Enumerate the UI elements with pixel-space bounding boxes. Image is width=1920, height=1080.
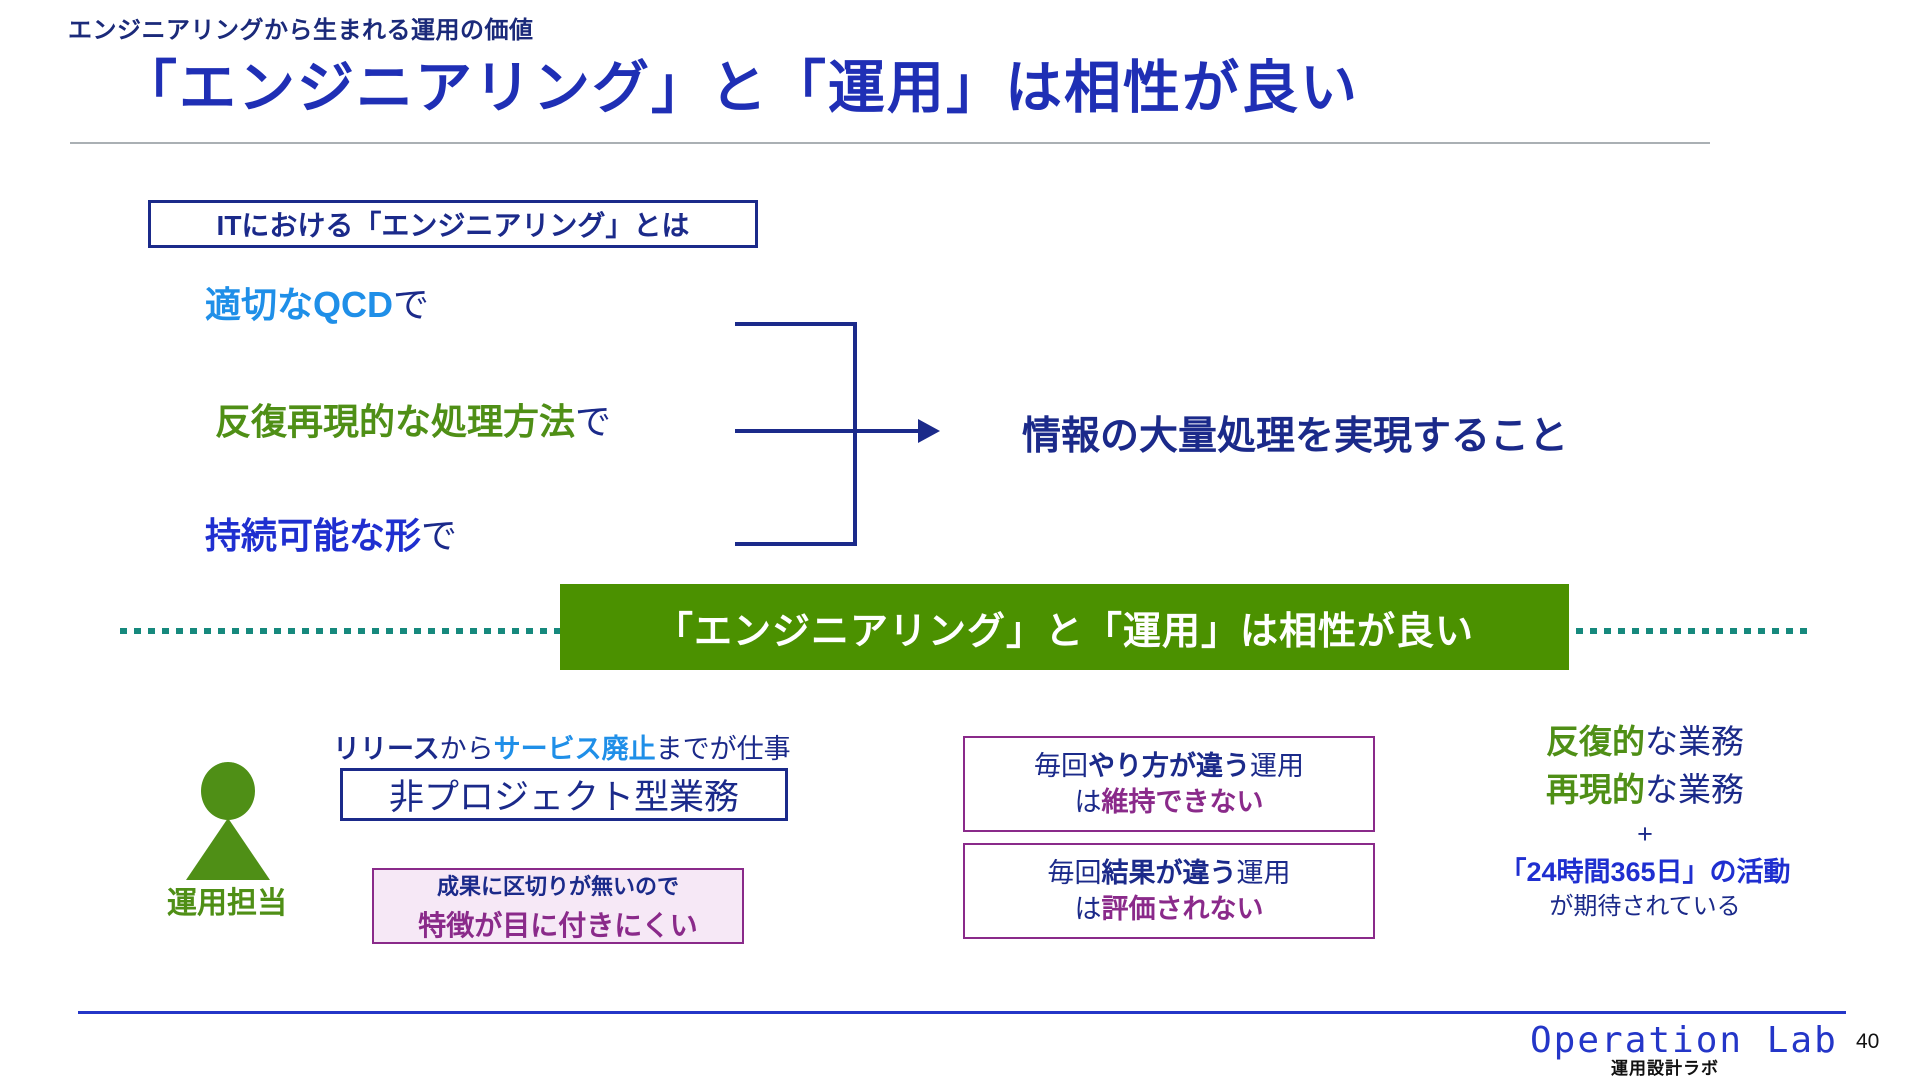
brand-logo-text: Operation Lab <box>1530 1020 1838 1061</box>
condition-3-tail: で <box>421 515 458 556</box>
condition-item-3: 持続可能な形で <box>205 518 457 554</box>
brace-bottom-arm <box>735 542 857 546</box>
conclusion-banner: 「エンジニアリング」と「運用」は相性が良い <box>560 584 1569 670</box>
release-part-3: サービス廃止 <box>493 734 656 764</box>
right-line-2-accent: 再現的 <box>1546 770 1645 808</box>
page-title: 「エンジニアリング」と「運用」は相性が良い <box>120 56 1359 120</box>
issue-2-r1-a: 毎回 <box>1047 857 1102 888</box>
page-number: 40 <box>1856 1030 1880 1053</box>
issue-box-1-row-2: は維持できない <box>1075 784 1264 820</box>
issue-2-r1-b: 結果が違う <box>1101 857 1237 888</box>
issue-1-r1-c: 運用 <box>1250 750 1304 781</box>
right-line-1-tail: な業務 <box>1645 723 1744 760</box>
right-line-4: が期待されている <box>1549 892 1741 920</box>
condition-3-highlight: 持続可能な形 <box>205 515 422 556</box>
condition-item-2: 反復再現的な処理方法で <box>215 404 611 440</box>
issue-box-2: 毎回結果が違う運用 は評価されない <box>963 843 1375 939</box>
condition-1-tail: で <box>393 284 430 325</box>
right-line-1-accent: 反復的 <box>1546 723 1645 760</box>
issue-2-r2-b: 評価されない <box>1101 894 1264 924</box>
conclusion-banner-text: 「エンジニアリング」と「運用」は相性が良い <box>654 610 1474 653</box>
issue-2-r2-a: は <box>1074 894 1102 924</box>
nonproject-work-box: 非プロジェクト型業務 <box>340 768 788 821</box>
issue-2-r1-c: 運用 <box>1236 857 1291 888</box>
brand-logo-subtitle: 運用設計ラボ <box>1611 1059 1719 1078</box>
issue-box-1: 毎回やり方が違う運用 は維持できない <box>963 736 1375 832</box>
condition-1-highlight: 適切なQCD <box>205 284 393 325</box>
condition-2-highlight: 反復再現的な処理方法 <box>215 401 576 442</box>
right-line-3: 「24時間365日」の活動 <box>1499 857 1791 888</box>
release-part-1: リリース <box>333 734 440 764</box>
right-plus-sign: + <box>1637 818 1653 849</box>
brace-top-arm <box>735 322 857 326</box>
right-line-1: 反復的な業務 <box>1455 718 1835 766</box>
release-part-4: までが仕事 <box>655 734 791 764</box>
condition-item-1: 適切なQCDで <box>205 287 429 323</box>
issue-1-r1-a: 毎回 <box>1034 750 1088 781</box>
section-label-text: ITにおける「エンジニアリング」とは <box>216 210 690 241</box>
slide-eyebrow: エンジニアリングから生まれる運用の価値 <box>68 17 534 44</box>
issue-box-2-row-1: 毎回結果が違う運用 <box>1048 855 1291 891</box>
issue-1-r2-a: は <box>1074 787 1102 817</box>
footer-divider <box>78 1011 1846 1014</box>
release-scope-line: リリースからサービス廃止までが仕事 <box>333 727 791 766</box>
brace-vertical-stem <box>853 322 857 546</box>
right-line-2: 再現的な業務 <box>1455 766 1835 814</box>
issue-box-1-row-1: 毎回やり方が違う運用 <box>1034 748 1304 784</box>
person-icon <box>201 762 255 820</box>
feature-note-box: 成果に区切りが無いので 特徴が目に付きにくい <box>372 868 744 944</box>
feature-note-line-1: 成果に区切りが無いので <box>436 873 679 899</box>
condition-2-tail: で <box>575 401 612 442</box>
person-label: 運用担当 <box>167 887 287 920</box>
section-label-box: ITにおける「エンジニアリング」とは <box>148 200 758 248</box>
feature-note-line-2: 特徴が目に付きにくい <box>418 909 698 941</box>
arrow-head-icon <box>918 419 940 443</box>
right-line-2-tail: な業務 <box>1645 770 1744 808</box>
issue-box-2-row-2: は評価されない <box>1075 891 1264 927</box>
result-statement: 情報の大量処理を実現すること <box>1022 415 1569 458</box>
right-summary-column: 反復的な業務 再現的な業務 + 「24時間365日」の活動 が期待されている <box>1455 718 1835 923</box>
header-divider <box>70 142 1710 144</box>
release-part-2: から <box>439 734 494 764</box>
issue-1-r2-b: 維持できない <box>1101 787 1264 817</box>
arrow-shaft <box>735 429 920 433</box>
issue-1-r1-b: やり方が違う <box>1088 750 1250 781</box>
nonproject-work-text: 非プロジェクト型業務 <box>388 778 739 817</box>
person-icon-body <box>186 818 270 880</box>
